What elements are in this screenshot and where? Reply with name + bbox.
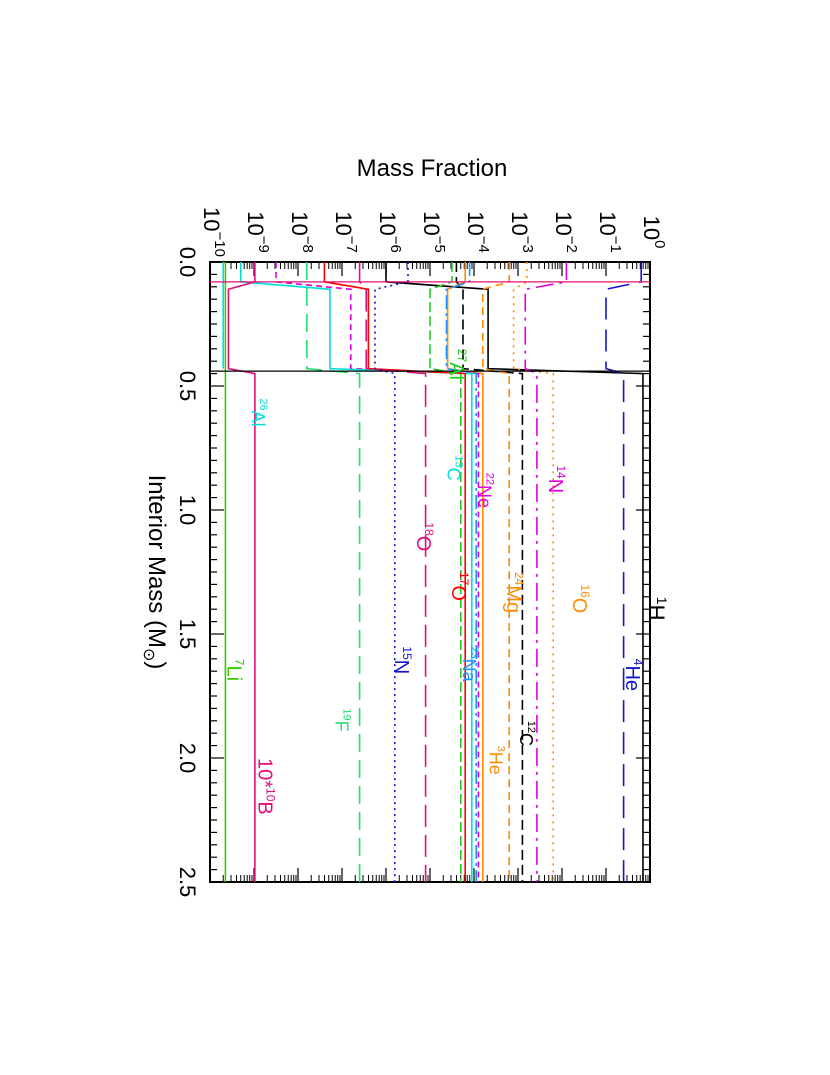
series-line [323, 262, 466, 882]
y-tick-label: 10−5 [419, 211, 448, 253]
series-label: 22Ne [474, 473, 495, 508]
series-line [482, 262, 510, 882]
series-label: 3He [485, 746, 506, 775]
y-tick-label: 10−7 [331, 211, 360, 253]
series-line [227, 262, 256, 882]
y-tick-label: 10−3 [507, 211, 536, 253]
series-label: 1H [644, 597, 670, 621]
series-line [374, 262, 409, 882]
series-label: 15N [390, 646, 414, 674]
series-label: 16O [568, 584, 592, 613]
series-line [512, 262, 554, 882]
series-line [455, 262, 524, 882]
y-tick-label: 10−8 [287, 211, 316, 253]
series-line [429, 262, 462, 882]
plot-area: 0.0 0.5 1.0 1.5 2.0 2.5 100 10−1 10−2 10−3 10−4 10−… [140, 155, 670, 897]
series-line [524, 262, 568, 882]
series-label: 23Na [459, 646, 480, 682]
series-line [445, 262, 477, 882]
series-label: 12C [516, 721, 537, 746]
series-label: 13C [444, 455, 465, 480]
series-line [240, 262, 473, 882]
series-label: 24Mg [502, 572, 526, 613]
series-label: 17O [447, 572, 471, 601]
series-line [275, 262, 480, 882]
series-label: 27Al [445, 349, 469, 380]
y-tick-label: 10−10 [199, 207, 228, 257]
series-label: 4He [621, 659, 645, 691]
series-line [306, 262, 361, 882]
x-tick-label: 0.0 [175, 247, 200, 278]
series-label: 18O [412, 522, 436, 551]
x-tick-label: 2.5 [175, 867, 200, 898]
x-tick-label: 1.5 [175, 619, 200, 650]
series-label: 26Al [248, 398, 269, 426]
y-tick-label: 100 [639, 216, 668, 249]
x-axis-title: Interior Mass (M⊙) [140, 475, 170, 670]
y-axis-title: Mass Fraction [357, 155, 508, 182]
y-tick-label: 10−6 [375, 211, 404, 253]
series-label: 10*10B [253, 758, 277, 815]
y-tick-label: 10−9 [243, 211, 272, 253]
x-tick-label: 1.0 [175, 495, 200, 526]
series-group [210, 262, 650, 882]
series-line [446, 262, 484, 882]
series-line [605, 262, 642, 882]
series-line [385, 262, 644, 882]
series-label: 7Li [223, 659, 247, 681]
y-tick-label: 10−1 [595, 211, 624, 253]
series-label: 19F [331, 708, 352, 731]
x-tick-label: 2.0 [175, 743, 200, 774]
series-line [358, 262, 427, 882]
series-label: 14N [544, 465, 568, 493]
y-tick-label: 10−2 [551, 211, 580, 253]
x-tick-label: 0.5 [175, 371, 200, 402]
y-tick-label: 10−4 [463, 211, 492, 253]
